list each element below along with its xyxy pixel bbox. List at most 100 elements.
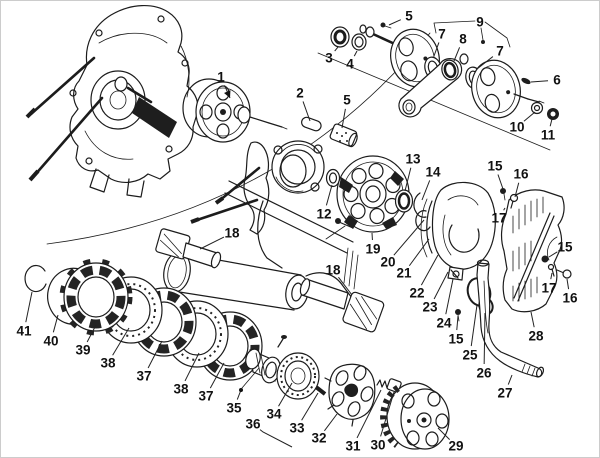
callout-15: 15 bbox=[557, 240, 573, 255]
pin-24 bbox=[450, 269, 459, 279]
leader-line-3 bbox=[334, 46, 339, 52]
leader-line-15 bbox=[497, 174, 504, 190]
construction-lines bbox=[46, 32, 551, 245]
callout-12: 12 bbox=[316, 207, 331, 222]
callout-40: 40 bbox=[43, 334, 58, 349]
screw-17-cover bbox=[547, 263, 555, 277]
callout-31: 31 bbox=[345, 439, 361, 454]
leader-line-21 bbox=[408, 238, 430, 267]
callout-26: 26 bbox=[476, 366, 492, 381]
callout-17: 17 bbox=[491, 211, 506, 226]
leader-line-5 bbox=[388, 19, 401, 26]
callout-37: 37 bbox=[198, 389, 213, 404]
leader-line-8 bbox=[453, 47, 461, 62]
leader-line-29 bbox=[437, 427, 450, 440]
bearing-ring-34 bbox=[276, 352, 320, 400]
callout-10: 10 bbox=[509, 120, 524, 135]
leader-line-24 bbox=[445, 278, 454, 315]
leader-line-33 bbox=[301, 392, 319, 421]
clip-14 bbox=[413, 192, 427, 218]
leader-line-40 bbox=[52, 314, 59, 333]
callout-37: 37 bbox=[136, 369, 151, 384]
callout-14: 14 bbox=[425, 165, 441, 180]
callout-15: 15 bbox=[487, 159, 503, 174]
leader-line-38 bbox=[112, 327, 130, 356]
callout-20: 20 bbox=[380, 255, 395, 270]
screw-15-middle bbox=[455, 309, 461, 322]
callout-8: 8 bbox=[459, 32, 467, 47]
leader-line-20 bbox=[393, 219, 425, 256]
clutch-bell-29 bbox=[380, 382, 450, 450]
leader-line-13 bbox=[404, 167, 412, 192]
leader-line-2 bbox=[302, 101, 311, 122]
screw-16-top bbox=[509, 193, 519, 209]
callout-25: 25 bbox=[462, 348, 478, 363]
callout-30: 30 bbox=[370, 438, 385, 453]
clutch-pack bbox=[24, 258, 450, 450]
callout-6: 6 bbox=[553, 73, 561, 88]
leader-line-28 bbox=[530, 311, 535, 328]
leader-line-30 bbox=[380, 391, 395, 437]
callout-22: 22 bbox=[409, 286, 424, 301]
callout-11: 11 bbox=[541, 128, 556, 143]
oring-12 bbox=[325, 168, 341, 188]
leader-line-16 bbox=[514, 182, 520, 198]
friction-plate-39 bbox=[59, 258, 133, 336]
leader-line-17 bbox=[503, 207, 506, 211]
cover-hatching bbox=[512, 196, 544, 302]
leader-line-31 bbox=[356, 389, 382, 439]
callout-18: 18 bbox=[224, 226, 240, 241]
connecting-rod bbox=[398, 53, 469, 118]
leader-line-10 bbox=[523, 111, 536, 122]
callout-3: 3 bbox=[325, 51, 333, 66]
leader-line-26 bbox=[483, 312, 486, 365]
callout-7: 7 bbox=[438, 27, 446, 42]
leader-dot bbox=[239, 388, 243, 392]
callout-7: 7 bbox=[496, 44, 504, 59]
right-crankcase bbox=[155, 116, 385, 333]
pressure-plate-32 bbox=[324, 363, 376, 427]
callout-4: 4 bbox=[346, 57, 354, 72]
leader-line-34 bbox=[278, 382, 293, 407]
callout-23: 23 bbox=[422, 300, 438, 315]
callout-16: 16 bbox=[562, 291, 578, 306]
screw-15-cover bbox=[541, 255, 549, 263]
callout-35: 35 bbox=[226, 401, 242, 416]
leader-line-25 bbox=[470, 304, 478, 347]
callout-28: 28 bbox=[528, 329, 544, 344]
callout-33: 33 bbox=[289, 421, 305, 436]
leader-line-12 bbox=[325, 184, 333, 206]
washer-10 bbox=[530, 101, 544, 115]
case-gasket bbox=[243, 141, 270, 235]
callout-9: 9 bbox=[476, 15, 484, 30]
leader-line-22 bbox=[420, 254, 439, 286]
circlip-20 bbox=[415, 210, 431, 232]
leader-line-36 bbox=[259, 429, 293, 448]
shaft-18-lower bbox=[299, 278, 385, 333]
callout-17: 17 bbox=[541, 281, 556, 296]
leader-line-15 bbox=[456, 315, 459, 331]
side-cover bbox=[500, 188, 572, 313]
output-cylinder bbox=[163, 251, 353, 311]
left-crankcase bbox=[25, 5, 199, 198]
callout-19: 19 bbox=[365, 242, 380, 257]
seal-13 bbox=[394, 189, 414, 213]
kickstart-lever bbox=[476, 259, 545, 378]
leader-line-16 bbox=[566, 278, 570, 290]
leader-line-14 bbox=[421, 180, 431, 201]
kickstart-cover bbox=[415, 181, 496, 322]
leader-line-17 bbox=[550, 272, 553, 280]
key-33 bbox=[314, 385, 327, 396]
roller-cage-5 bbox=[329, 123, 358, 148]
leader-line-4 bbox=[353, 50, 358, 57]
callout-34: 34 bbox=[266, 407, 282, 422]
leader-line-5 bbox=[341, 108, 346, 129]
callout-24: 24 bbox=[436, 316, 452, 331]
callout-5: 5 bbox=[343, 93, 351, 108]
callout-39: 39 bbox=[75, 343, 90, 358]
callout-21: 21 bbox=[396, 266, 412, 281]
callout-36: 36 bbox=[245, 417, 261, 432]
leader-line-39 bbox=[86, 324, 97, 343]
